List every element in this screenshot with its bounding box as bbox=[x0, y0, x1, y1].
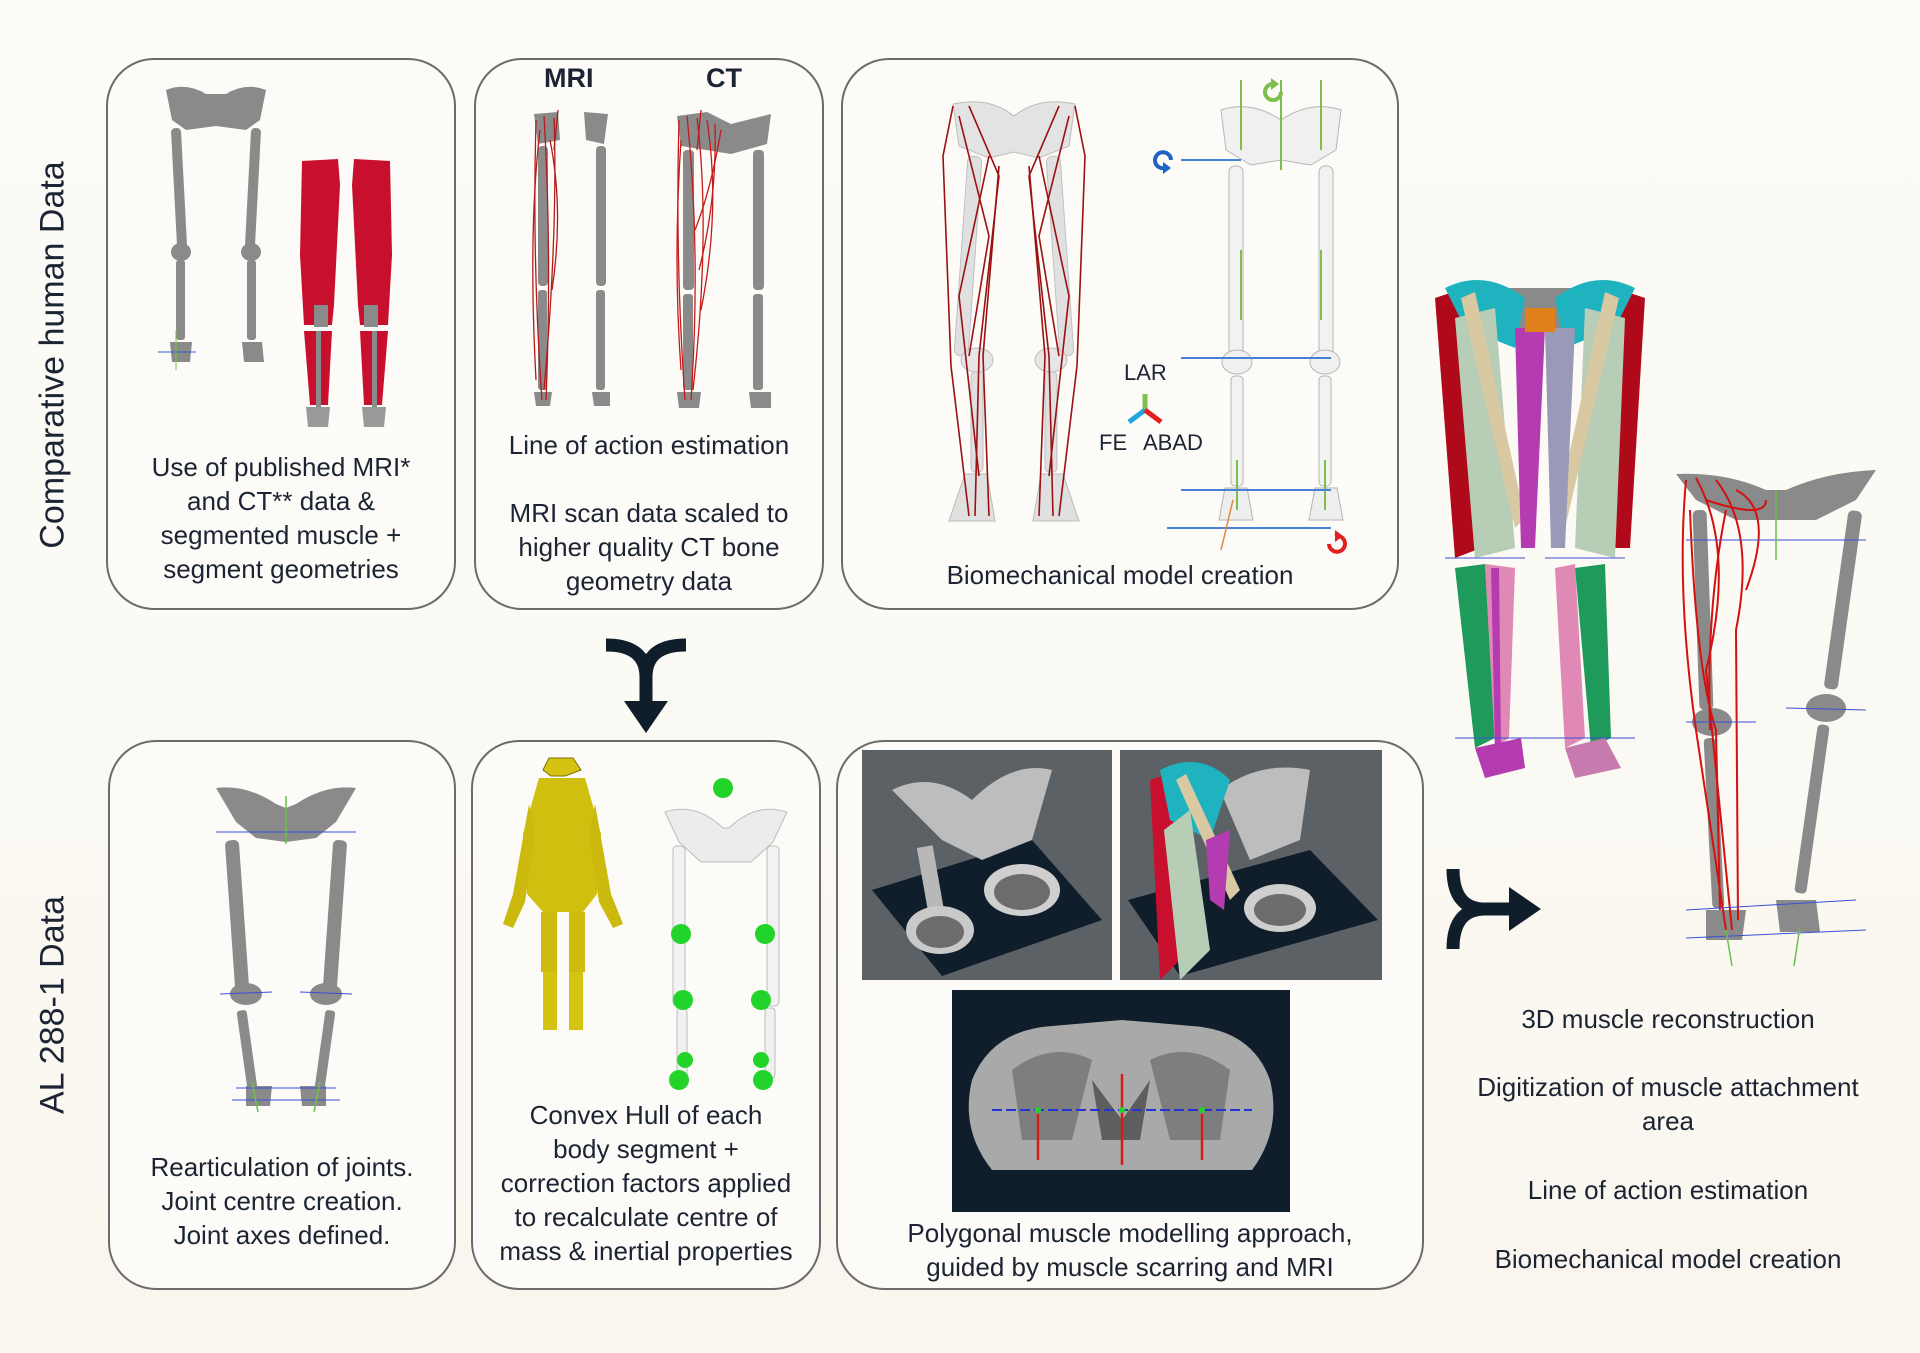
3d-muscle-model-illustration bbox=[1435, 280, 1645, 778]
red-line-skeleton-illustration bbox=[942, 101, 1086, 522]
caption-rearticulation: Rearticulation of joints. Joint centre c… bbox=[110, 1150, 454, 1252]
box-biomech-model: LAR FE ABAD Biomechanical model creation bbox=[841, 58, 1399, 610]
caption-line: Convex Hull of each bbox=[529, 1100, 763, 1130]
skeleton-bone-illustration bbox=[158, 86, 266, 370]
output-3d-reconstruction: 3D muscle reconstruction bbox=[1521, 1004, 1815, 1034]
rotation-abad-icon bbox=[1327, 530, 1347, 554]
caption-line: Polygonal muscle modelling approach, bbox=[907, 1218, 1353, 1248]
caption-published-data: Use of published MRI* and CT** data & se… bbox=[108, 450, 454, 586]
caption-biomech-model: Biomechanical model creation bbox=[946, 560, 1294, 590]
caption-polygonal-modelling: Polygonal muscle modelling approach, gui… bbox=[838, 1216, 1422, 1284]
render-pelvis-mri-slices bbox=[862, 750, 1112, 980]
row-label-comparative: Comparative human Data bbox=[33, 161, 72, 549]
caption-line: geometry data bbox=[565, 566, 733, 596]
axis-label-lar: LAR bbox=[1124, 360, 1167, 385]
caption-line: segmented muscle + bbox=[160, 520, 402, 550]
caption-title-line-of-action: Line of action estimation bbox=[508, 430, 790, 460]
axes-skeleton-illustration bbox=[1167, 80, 1344, 551]
segmented-muscle-illustration bbox=[300, 159, 392, 427]
output-digitization: Digitization of muscle attachment area bbox=[1477, 1072, 1859, 1136]
caption-line: segment geometries bbox=[163, 554, 399, 584]
centre-of-mass-skeleton-illustration bbox=[664, 778, 788, 1090]
caption-line: mass & inertial properties bbox=[499, 1236, 793, 1266]
row-label-al288: AL 288-1 Data bbox=[33, 896, 72, 1114]
rotation-lar-icon bbox=[1263, 78, 1283, 102]
box-polygonal-modelling: Polygonal muscle modelling approach, gui… bbox=[836, 740, 1424, 1290]
caption-line: MRI scan data scaled to bbox=[509, 498, 789, 528]
convex-hull-body-illustration bbox=[503, 757, 623, 1030]
render-muscle-mri-slices bbox=[1120, 750, 1382, 980]
mri-axial-slice bbox=[952, 990, 1290, 1212]
line-of-action-model-illustration bbox=[1676, 470, 1876, 967]
box-published-data: Use of published MRI* and CT** data & se… bbox=[106, 58, 456, 610]
merge-right-arrow-icon bbox=[1446, 868, 1541, 950]
caption-line: Use of published MRI* bbox=[151, 452, 411, 482]
axis-label-fe: FE bbox=[1099, 430, 1128, 455]
axes-triad-icon bbox=[1127, 394, 1163, 424]
axis-label-abad: ABAD bbox=[1143, 430, 1203, 455]
caption-line: higher quality CT bone bbox=[518, 532, 780, 562]
caption-line: guided by muscle scarring and MRI bbox=[926, 1252, 1334, 1282]
box-rearticulation: Rearticulation of joints. Joint centre c… bbox=[108, 740, 456, 1290]
ct-skeleton-with-lines bbox=[676, 109, 771, 408]
mri-skeleton-with-lines bbox=[532, 109, 610, 406]
header-mri: MRI bbox=[544, 63, 594, 93]
rotation-fe-icon bbox=[1153, 150, 1173, 174]
caption-line: Joint axes defined. bbox=[173, 1220, 391, 1250]
caption-line: Rearticulation of joints. bbox=[150, 1152, 414, 1182]
caption-line: to recalculate centre of bbox=[514, 1202, 778, 1232]
header-ct: CT bbox=[706, 63, 742, 93]
merge-down-arrow-icon bbox=[605, 638, 687, 733]
caption-line: correction factors applied bbox=[500, 1168, 792, 1198]
box-convex-hull: Convex Hull of each body segment + corre… bbox=[471, 740, 821, 1290]
box-line-of-action: MRI CT Line of action estimation MRI sca… bbox=[474, 58, 824, 610]
caption-convex-hull: Convex Hull of each body segment + corre… bbox=[473, 1098, 819, 1268]
caption-line: body segment + bbox=[553, 1134, 739, 1164]
caption-line: and CT** data & bbox=[187, 486, 375, 516]
output-biomech-model: Biomechanical model creation bbox=[1494, 1244, 1842, 1274]
caption-line: Joint centre creation. bbox=[161, 1186, 403, 1216]
output-line-of-action: Line of action estimation bbox=[1527, 1175, 1809, 1205]
al288-skeleton-illustration bbox=[216, 787, 356, 1113]
caption-line-of-action: MRI scan data scaled to higher quality C… bbox=[476, 496, 822, 598]
